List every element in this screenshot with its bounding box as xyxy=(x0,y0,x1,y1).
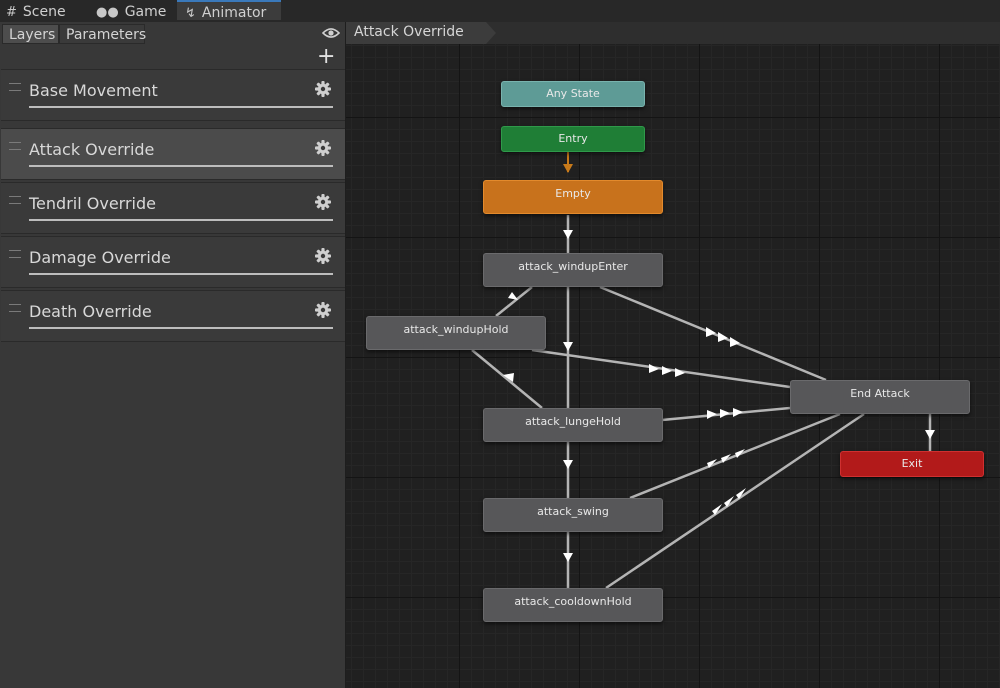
transition-windupHold-to-lunge xyxy=(471,349,543,409)
gear-icon[interactable] xyxy=(314,193,332,211)
arrow-swing-end-1 xyxy=(707,459,717,468)
state-attack-swing[interactable]: attack_swing xyxy=(483,498,663,532)
animator-icon: ↯ xyxy=(185,6,196,21)
arrow-windupHold-lunge xyxy=(503,373,514,382)
arrow-swing-end-2 xyxy=(721,454,731,463)
gear-icon[interactable] xyxy=(314,247,332,265)
transition-wires xyxy=(471,152,935,590)
gear-icon[interactable] xyxy=(314,301,332,319)
arrow-windupHold-end-3 xyxy=(675,368,685,377)
state-attack-lungehold[interactable]: attack_lungeHold xyxy=(483,408,663,442)
layer-row[interactable]: Death Override xyxy=(1,290,345,342)
arrow-entry-default xyxy=(563,164,573,173)
arrow-empty-windupenter xyxy=(563,230,573,239)
drag-handle-icon[interactable] xyxy=(9,196,21,204)
tab-game[interactable]: ●● Game xyxy=(96,0,176,22)
tab-parameters[interactable]: Parameters xyxy=(59,24,146,44)
layer-name: Attack Override xyxy=(29,140,155,159)
layer-row[interactable]: Tendril Override xyxy=(1,182,345,234)
gear-icon[interactable] xyxy=(314,139,332,157)
layer-weight-bar xyxy=(29,106,333,108)
eye-icon[interactable] xyxy=(322,27,340,39)
breadcrumb[interactable]: Attack Override xyxy=(346,22,496,44)
layer-weight-bar xyxy=(29,327,333,329)
drag-handle-icon[interactable] xyxy=(9,250,21,258)
tab-scene[interactable]: # Scene xyxy=(6,0,90,22)
gamepad-icon: ●● xyxy=(96,5,119,20)
transition-swing-to-end xyxy=(629,412,841,500)
arrow-lunge-swing xyxy=(563,460,573,469)
arrow-cooldown-end-2 xyxy=(724,496,734,507)
state-end-attack[interactable]: End Attack xyxy=(790,380,970,414)
grid-icon: # xyxy=(6,5,17,20)
arrow-end-exit xyxy=(925,430,935,439)
add-layer-button[interactable]: + xyxy=(317,44,336,69)
arrow-windupenter-windupHold xyxy=(508,292,518,300)
state-attack-winduphold[interactable]: attack_windupHold xyxy=(366,316,546,350)
transition-windupHold-to-end xyxy=(531,348,791,389)
layer-name: Base Movement xyxy=(29,81,158,100)
drag-handle-icon[interactable] xyxy=(9,304,21,312)
tab-game-label: Game xyxy=(124,4,167,20)
arrow-lunge-end-2 xyxy=(720,409,730,418)
layer-weight-bar xyxy=(29,273,333,275)
arrow-windupenter-end-3 xyxy=(730,337,740,347)
layer-row[interactable]: Damage Override xyxy=(1,236,345,288)
tab-scene-label: Scene xyxy=(22,4,66,20)
transition-windupenter-to-windupHold xyxy=(495,286,533,317)
arrow-windupHold-end-1 xyxy=(649,364,659,373)
state-entry[interactable]: Entry xyxy=(501,126,645,152)
breadcrumb-bar xyxy=(346,22,1000,44)
transition-cooldown-to-end xyxy=(605,412,865,590)
layer-name: Death Override xyxy=(29,302,152,321)
state-machine-graph[interactable]: Attack Override xyxy=(346,22,1000,688)
arrow-windupenter-end-1 xyxy=(706,327,716,337)
arrow-windupenter-end-2 xyxy=(718,332,728,342)
state-attack-windupenter[interactable]: attack_windupEnter xyxy=(483,253,663,287)
layer-row[interactable]: Attack Override xyxy=(1,128,345,180)
state-empty[interactable]: Empty xyxy=(483,180,663,214)
arrow-swing-end-3 xyxy=(735,449,745,458)
tab-layers[interactable]: Layers xyxy=(2,24,59,44)
layer-row[interactable]: Base Movement xyxy=(1,69,345,121)
arrow-swing-cooldown xyxy=(563,553,573,562)
tab-animator-label: Animator xyxy=(201,5,267,21)
arrow-cooldown-end-1 xyxy=(712,504,722,515)
arrow-cooldown-end-3 xyxy=(736,488,746,499)
drag-handle-icon[interactable] xyxy=(9,83,21,91)
state-attack-cooldownhold[interactable]: attack_cooldownHold xyxy=(483,588,663,622)
state-exit[interactable]: Exit xyxy=(840,451,984,477)
panel-subtabs: Layers Parameters xyxy=(0,22,345,44)
arrow-windupHold-end-2 xyxy=(662,366,672,375)
arrow-windupenter-lunge xyxy=(563,342,573,351)
state-any-state[interactable]: Any State xyxy=(501,81,645,107)
layer-name: Damage Override xyxy=(29,248,171,267)
gear-icon[interactable] xyxy=(314,80,332,98)
drag-handle-icon[interactable] xyxy=(9,142,21,150)
tab-animator[interactable]: ↯ Animator xyxy=(177,0,281,21)
layer-weight-bar xyxy=(29,219,333,221)
layer-name: Tendril Override xyxy=(29,194,156,213)
layer-weight-bar xyxy=(29,165,333,167)
arrow-lunge-end-1 xyxy=(707,410,717,419)
window-tab-bar: # Scene ●● Game ↯ Animator xyxy=(0,0,1000,22)
arrow-lunge-end-3 xyxy=(733,408,743,417)
